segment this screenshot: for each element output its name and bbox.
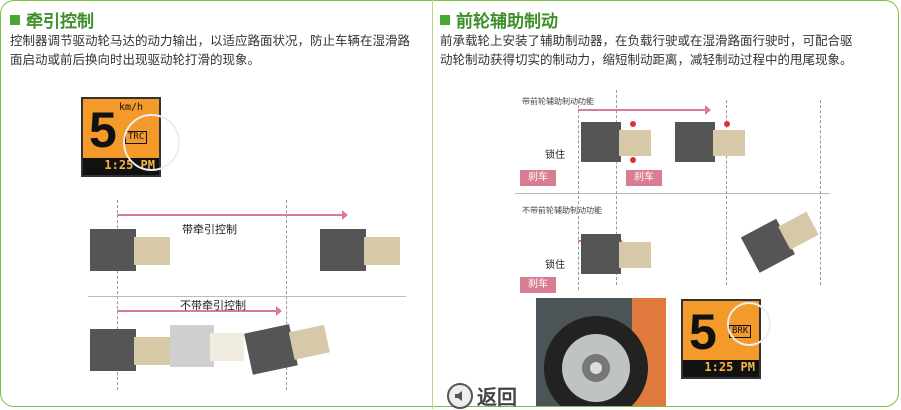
label-with-traction: 带牵引控制 (182, 223, 237, 236)
traction-vehicles (90, 229, 400, 375)
end-line (286, 200, 287, 390)
brake-arrow-with (578, 105, 711, 115)
forklift-slip (244, 324, 330, 375)
lock-label-with: 锁住 (545, 150, 565, 161)
section-divider (432, 0, 433, 409)
front-brake-description: 前承载轮上安装了辅助制动器，在负载行驶或在湿滑路面行驶时，可配合驱动轮制动获得切… (440, 33, 853, 67)
forklift-nobrake-start (581, 234, 651, 274)
speed-unit: km/h (119, 102, 144, 113)
traction-description: 控制器调节驱动轮马达的动力输出，以适应路面状况，防止车辆在湿滑路面启动或前后换向… (10, 33, 411, 67)
back-button-label: 返回 (477, 385, 517, 409)
forklift-start-with (90, 229, 170, 271)
forklift-brake-stop (675, 121, 745, 162)
label-with-brake: 带前轮辅助制动功能 (522, 97, 594, 106)
forklift-end-with (320, 229, 400, 271)
row-divider (88, 296, 406, 297)
traction-title: 牵引控制 (10, 7, 94, 32)
brake-wheel-icon (544, 298, 666, 406)
brake-vehicles (581, 121, 819, 274)
traction-arrow (117, 210, 348, 220)
brake-far-line (820, 100, 821, 285)
speed-value: 5 (89, 102, 117, 158)
lock-label-without: 锁住 (545, 260, 565, 271)
forklift-ghost (170, 325, 244, 367)
front-brake-title: 前轮辅助制动 (440, 7, 558, 32)
back-button[interactable]: 返回 (447, 381, 517, 410)
speaker-back-icon (447, 382, 473, 409)
forklift-start-without (90, 329, 170, 371)
forklift-brake-start (581, 121, 651, 163)
trc-highlight-circle (123, 114, 180, 171)
title-square-icon (10, 14, 20, 25)
no-traction-arrow (117, 306, 282, 316)
start-line (117, 200, 118, 390)
brake-mid-line (616, 90, 617, 285)
brake-tag-front: 刹车 (626, 170, 662, 186)
forklift-nobrake-spin (740, 211, 819, 273)
label-without-traction: 不带牵引控制 (180, 299, 246, 312)
brake-start-line (578, 100, 579, 290)
label-without-brake: 不带前轮辅助制动功能 (522, 206, 602, 215)
brake-stop-line (726, 100, 727, 285)
wheel-brake-photo (536, 298, 666, 406)
brake-tag-drive: 刹车 (520, 170, 556, 186)
brk-highlight-circle (727, 302, 771, 346)
speed-value: 5 (689, 304, 717, 360)
right-row-divider (515, 193, 830, 194)
clock-display: 1:25 PM (683, 360, 759, 377)
title-square-icon (440, 14, 450, 25)
brake-tag-drive-without: 刹车 (520, 277, 556, 293)
